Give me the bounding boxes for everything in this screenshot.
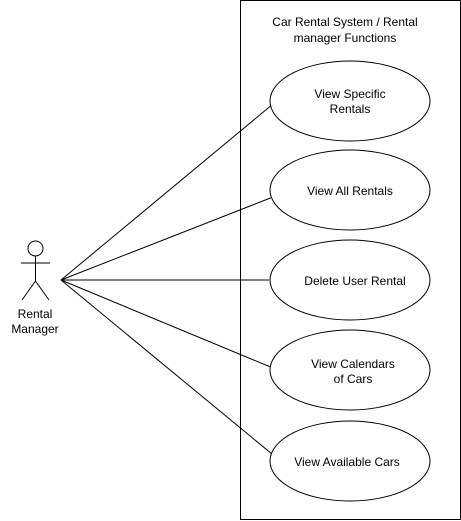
associations <box>60 98 280 460</box>
use-case-ellipse <box>269 420 431 502</box>
use-case-label-line-1: View Specific <box>314 87 385 101</box>
use-case-label-line-1: Delete User Rental <box>304 274 405 288</box>
use-case-view-all-rentals[interactable]: View All Rentals <box>269 149 431 231</box>
use-case-label-line-2: of Cars <box>334 372 373 386</box>
use-case-ellipse <box>269 239 431 321</box>
use-case-view-available-cars[interactable]: View Available Cars <box>269 420 431 502</box>
use-case-label-line-1: View Available Cars <box>294 455 400 469</box>
association-view-all-rentals[interactable] <box>60 196 274 281</box>
actor-left-leg <box>21 280 36 301</box>
use-case-delete-user-rental[interactable]: Delete User Rental <box>269 239 431 321</box>
use-case-view-specific-rentals[interactable]: View Specific Rentals <box>269 60 431 142</box>
actor-rental-manager[interactable] <box>21 240 50 301</box>
use-case-label-line-1: View Calendars <box>311 357 395 371</box>
use-case-view-calendars-of-cars[interactable]: View Calendars of Cars <box>269 329 431 411</box>
use-case-ellipse <box>269 149 431 231</box>
system-title-line-2: manager Functions <box>294 31 397 45</box>
use-case-label-line-1: View All Rentals <box>307 184 393 198</box>
actor-label-line-1: Rental <box>18 307 53 321</box>
system-title-line-1: Car Rental System / Rental <box>272 15 417 29</box>
actor-right-leg <box>35 280 50 301</box>
use-case-ellipse <box>269 329 431 411</box>
use-case-label-line-2: Rentals <box>330 102 371 116</box>
association-view-available-cars[interactable] <box>60 279 279 460</box>
actor-label-line-2: Manager <box>11 322 58 336</box>
use-case-ellipse <box>269 60 431 142</box>
actor-head <box>27 240 44 257</box>
association-view-specific-rentals[interactable] <box>60 98 280 281</box>
association-view-calendars-of-cars[interactable] <box>60 279 274 369</box>
